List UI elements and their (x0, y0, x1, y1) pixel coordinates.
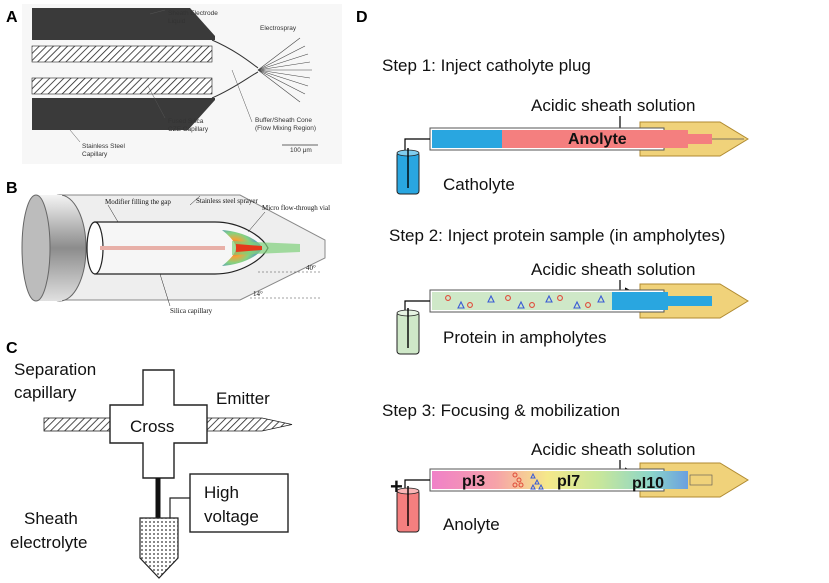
label-vial: Micro flow-through vial (262, 204, 330, 212)
step-1-inlet-line (404, 138, 430, 155)
panel-b: B Modifier filling the gap Stainless ste… (6, 180, 330, 315)
step-1-reservoir-label: Catholyte (443, 175, 515, 194)
step-2-ampholyte-zone (432, 292, 612, 310)
high-voltage-box (189, 473, 289, 533)
step-1-anolyte-segment (502, 130, 688, 148)
step-2-sheath-label: Acidic sheath solution (531, 260, 695, 279)
label-electrospray: Electrospray (260, 25, 297, 32)
step-3-pi7-label: pI7 (557, 473, 580, 490)
step-2-proteins (445, 294, 605, 309)
cross-fitting (109, 369, 208, 479)
panel-d-letter: D (356, 9, 368, 26)
label-cze-capillary: CZE Capillary (168, 126, 209, 133)
label-sheath-electrode: Sheath Electrode (168, 10, 218, 17)
taylor-cone (211, 39, 259, 99)
fused-silica-top (31, 45, 213, 63)
electrospray-plume (257, 37, 312, 103)
step-3-ph-gradient (432, 471, 688, 489)
label-scale: 100 μm (290, 147, 312, 154)
step-2-catholyte-tip (668, 296, 712, 306)
label-angle-40: 40° (306, 264, 316, 272)
step-3-pi3-label: pI3 (462, 473, 485, 490)
label-fused-silica: Fused Silica (168, 118, 204, 125)
step-1-anolyte-tip (688, 134, 712, 144)
step-3-pi10-label: pI10 (632, 475, 664, 492)
label-cross: Cross (130, 417, 174, 436)
steel-capillary-bottom (32, 98, 215, 130)
step-3-sheath-label: Acidic sheath solution (531, 440, 695, 459)
panel-a: A Sheath Electrode Liquid Electrospray F… (6, 4, 342, 164)
emitter (206, 417, 293, 432)
step-1-catholyte-plug (432, 130, 502, 148)
step-1-sheath-label: Acidic sheath solution (531, 96, 695, 115)
fused-silica-bottom (31, 77, 213, 95)
step-3-title: Step 3: Focusing & mobilization (382, 401, 620, 420)
steel-capillary-top (32, 8, 215, 40)
panel-a-letter: A (6, 9, 18, 26)
sprayer-cap-face (21, 194, 51, 302)
step-1-title: Step 1: Inject catholyte plug (382, 56, 591, 75)
plus-sign: + (390, 474, 403, 499)
step-2-sheath-arrow (619, 280, 633, 295)
step-2-catholyte-zone (612, 292, 668, 310)
step-3-focused-bands (512, 472, 544, 490)
label-separation: Separation (14, 360, 96, 379)
panel-d: D Step 1: Inject catholyte plug Acidic s… (356, 9, 749, 534)
spray-tip (232, 241, 300, 255)
label-buffer-sheath: Buffer/Sheath Cone (255, 117, 312, 124)
label-sheath: Sheath (24, 509, 78, 528)
spray-core (236, 244, 262, 252)
step-2-reservoir-label: Protein in ampholytes (443, 328, 606, 347)
label-flow-mixing: (Flow Mixing Region) (255, 125, 316, 132)
step-2: Step 2: Inject protein sample (in amphol… (389, 226, 749, 355)
step-1-anolyte-label: Anolyte (568, 131, 627, 148)
panel-c: C Separation capillary Emitter Cross Hig… (6, 340, 293, 579)
label-capillary: capillary (14, 383, 77, 402)
label-high: High (204, 483, 239, 502)
panel-b-letter: B (6, 180, 18, 197)
step-3: Step 3: Focusing & mobilization Acidic s… (382, 401, 749, 534)
panel-b-leaders (107, 195, 266, 307)
step-2-title: Step 2: Inject protein sample (in amphol… (389, 226, 725, 245)
step-3-reservoir-label: Anolyte (443, 515, 500, 534)
step-1: Step 1: Inject catholyte plug Acidic she… (382, 56, 749, 195)
panel-c-letter: C (6, 340, 18, 357)
label-silica: Silica capillary (170, 307, 213, 315)
label-voltage: voltage (204, 507, 259, 526)
label-sprayer: Stainless steel sprayer (196, 197, 258, 205)
label-modifier: Modifier filling the gap (105, 198, 171, 206)
label-electrolyte: electrolyte (10, 533, 87, 552)
label-steel-capillary: Capillary (82, 151, 108, 158)
label-angle-14: 14° (253, 290, 263, 298)
step-3-emitter-bore (689, 474, 713, 486)
panel-a-leaders (69, 9, 253, 143)
sheath-reservoir (139, 517, 179, 579)
label-emitter: Emitter (216, 389, 270, 408)
label-liquid: Liquid (168, 18, 186, 25)
label-stainless-steel: Stainless Steel (82, 143, 126, 150)
